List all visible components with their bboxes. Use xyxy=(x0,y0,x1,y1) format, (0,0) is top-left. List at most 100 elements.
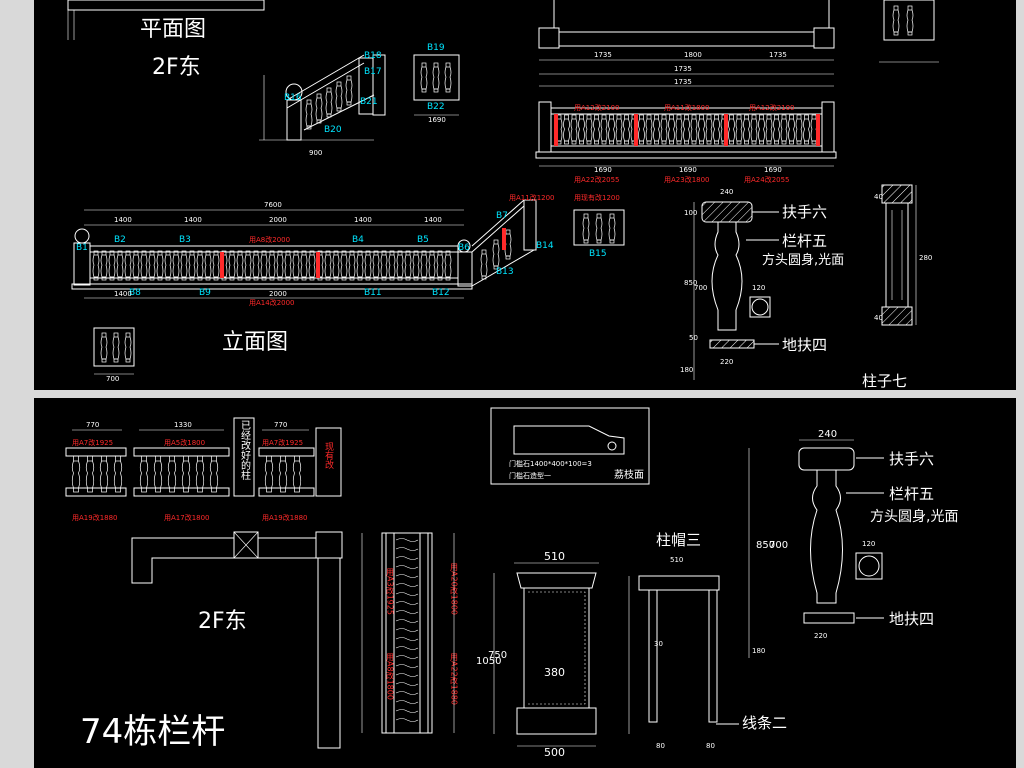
panel-B15: B15 用现有改1200 xyxy=(573,193,625,259)
label-B6: B6 xyxy=(458,243,470,253)
dim-120: 120 xyxy=(752,284,765,292)
label-B5: B5 xyxy=(417,235,429,245)
dim-510-b: 510 xyxy=(670,556,683,564)
dim-750: 750 xyxy=(488,650,507,661)
note-A23-1800: 用A23改1800 xyxy=(664,175,710,184)
note-A19-1880-b: 用A19改1880 xyxy=(262,513,308,522)
vertical-railing: 用A3改1925 用A8改1800 用A20改1800 用A22改1880 xyxy=(361,532,459,734)
dim-1735-b: 1735 xyxy=(769,51,787,59)
note-A11-1800: 用A11改1800 xyxy=(664,103,710,112)
note-A12-2100-b: 用A12改2100 xyxy=(749,103,795,112)
dim-850: 850 xyxy=(684,279,697,287)
dim-2000-b: 2000 xyxy=(269,290,287,298)
dim-700: 700 xyxy=(106,375,119,383)
plan-top-right: 1735 1800 1735 1735 xyxy=(538,0,835,75)
dim-770-b: 770 xyxy=(274,421,287,429)
dim-240: 240 xyxy=(720,188,733,196)
dim-1400-c: 1400 xyxy=(354,216,372,224)
note-A5-1800: 用A5改1800 xyxy=(164,438,205,447)
balusters-right xyxy=(555,114,818,145)
label-floor-rail: 地扶四 xyxy=(782,336,827,354)
trim-label: 线条二 xyxy=(742,714,787,732)
dim-380: 380 xyxy=(544,666,565,679)
dim-1400-e: 1400 xyxy=(114,290,132,298)
label-B11: B11 xyxy=(364,288,382,298)
label-handrail: 扶手六 xyxy=(782,203,827,221)
label-B15: B15 xyxy=(589,249,607,259)
note-A17-1800: 用A17改1800 xyxy=(164,513,210,522)
dim-180-b: 180 xyxy=(752,647,765,655)
dim-pillar-280: 280 xyxy=(919,254,932,262)
main-elevation: 7600 1400 1400 2000 1400 1400 B1 B2 B3 B… xyxy=(71,193,555,307)
note-existing-change: 现有改 xyxy=(323,442,334,470)
elevation-title: 立面图 xyxy=(222,330,288,355)
dim-1690-a: 1690 xyxy=(594,166,612,174)
baluster-detail-bottom: 240 850 700 扶手六 栏杆五 方头圆身,光面 地扶四 120 220 … xyxy=(748,429,958,658)
cap-label: 柱帽三 xyxy=(656,531,701,549)
dim-700-c: 700 xyxy=(769,540,788,551)
label-B8: B8 xyxy=(129,288,141,298)
dim-220: 220 xyxy=(720,358,733,366)
dim-5270-b: 1735 xyxy=(674,78,692,86)
dim-1330: 1330 xyxy=(174,421,192,429)
elevation-sheet-bottom: 770 1330 770 用A7改1925 用A5改1800 用A7改1925 … xyxy=(34,398,1016,768)
note-A14-2000: 用A14改2000 xyxy=(249,298,295,307)
note-A8-1800: 用A8改1800 xyxy=(386,653,395,700)
note-A7-1925-b: 用A7改1925 xyxy=(262,438,303,447)
stair-elevation-small: B16 B18 B17 B21 B20 900 xyxy=(259,51,386,157)
dim-1400-b: 1400 xyxy=(184,216,202,224)
label-B16: B16 xyxy=(284,93,302,103)
label-B17: B17 xyxy=(364,67,382,77)
note-A24-2055: 用A24改2055 xyxy=(744,175,790,184)
label-B9: B9 xyxy=(199,288,211,298)
label-B7: B7 xyxy=(496,211,508,221)
label-B12: B12 xyxy=(432,288,450,298)
label-B3: B3 xyxy=(179,235,191,245)
column-cap-section: 柱帽三 510 30 线条二 80 80 xyxy=(628,531,787,750)
note-A3-1925: 用A3改1925 xyxy=(386,568,395,615)
dim-770-a: 770 xyxy=(86,421,99,429)
dim-30: 30 xyxy=(654,640,663,648)
pillar-detail: 280 40 40 柱子七 xyxy=(862,184,932,390)
dim-7600: 7600 xyxy=(264,201,282,209)
baluster-detail-top: 100 850 700 50 180 240 220 120 扶手六 栏杆五 方… xyxy=(680,188,844,380)
note-existing-pillar: 已经改好的柱 xyxy=(239,420,251,481)
dim-2000: 2000 xyxy=(269,216,287,224)
balusters-main xyxy=(92,250,452,281)
corner-details xyxy=(879,0,939,63)
label-B18: B18 xyxy=(364,51,382,61)
label-baluster: 栏杆五 xyxy=(782,232,827,250)
threshold-stone: 门槛石1400*400*100=3 门槛石造型一 荔枝面 xyxy=(490,407,650,485)
label-baluster-desc: 方头圆身,光面 xyxy=(762,252,844,268)
note-A11-1200: 用A11改1200 xyxy=(509,193,555,202)
dim-pillar-40-b: 40 xyxy=(874,314,883,322)
railing-elevation-right: 1735 用A12改2100 用A11改1800 用A12改2100 1690 … xyxy=(535,78,837,184)
dim-80-a: 80 xyxy=(656,742,665,750)
label-B14: B14 xyxy=(536,241,554,251)
dim-1690-b: 1690 xyxy=(679,166,697,174)
label-B22: B22 xyxy=(427,102,445,112)
dim-1735-a: 1735 xyxy=(594,51,612,59)
dim-1400-a: 1400 xyxy=(114,216,132,224)
dim-1800: 1800 xyxy=(684,51,702,59)
pillar-title: 柱子七 xyxy=(862,372,907,390)
column-elevation: 510 380 500 1050 750 xyxy=(476,550,599,759)
cad-drawing-top: 平面图 2F东 立面图 B16 B18 B17 B21 B20 900 xyxy=(67,0,939,390)
dim-pillar-40: 40 xyxy=(874,193,883,201)
building-title: 74栋栏杆 xyxy=(80,712,225,752)
dim-120-b: 120 xyxy=(862,540,875,548)
label-B4: B4 xyxy=(352,235,364,245)
bottom-floor-title: 2F东 xyxy=(198,609,247,634)
plan-2F-east: 2F东 74栋栏杆 xyxy=(80,531,343,752)
dim-510: 510 xyxy=(544,550,565,563)
cad-drawing-bottom: 770 1330 770 用A7改1925 用A5改1800 用A7改1925 … xyxy=(65,407,958,759)
dim-5270: 1735 xyxy=(674,65,692,73)
note-A7-1925: 用A7改1925 xyxy=(72,438,113,447)
label-B2: B2 xyxy=(114,235,126,245)
dim-80-b: 80 xyxy=(706,742,715,750)
label-floor-rail-b: 地扶四 xyxy=(889,610,934,628)
panel-small-bottomleft: 700 xyxy=(93,327,135,383)
dim-1690-c: 1690 xyxy=(764,166,782,174)
floor-title: 2F东 xyxy=(152,55,201,80)
panel-B19-B22: B19 B22 1690 xyxy=(413,43,460,124)
